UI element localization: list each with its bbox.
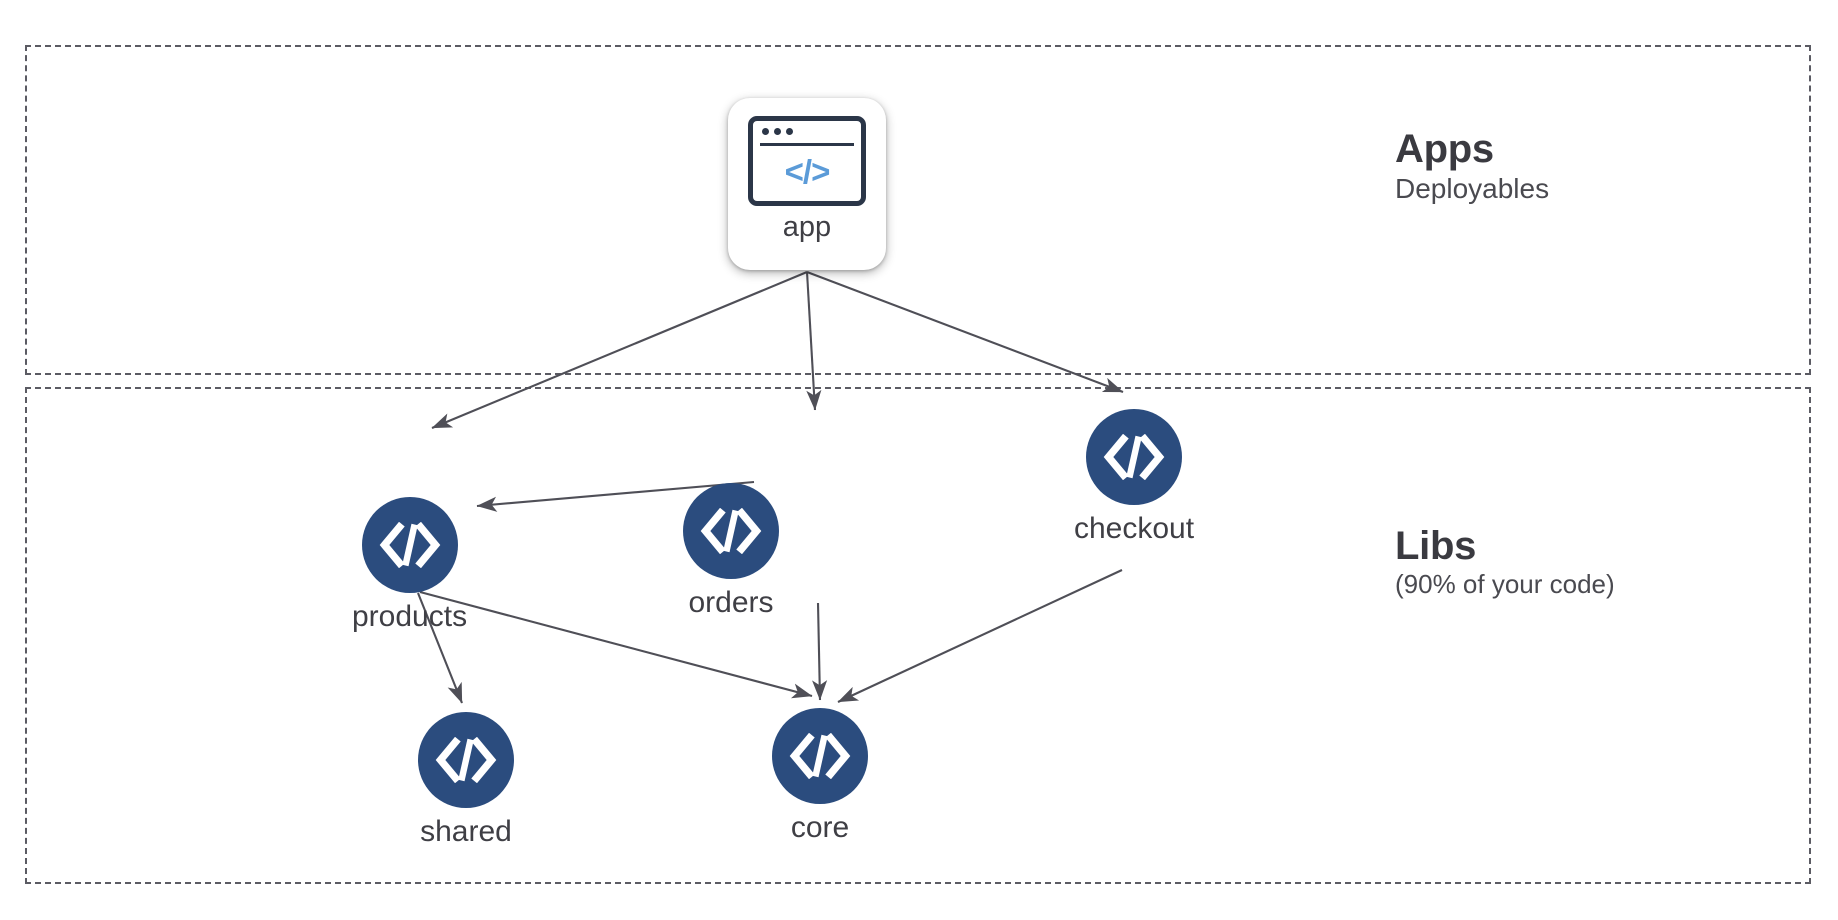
node-checkout[interactable]: checkout: [1074, 409, 1194, 544]
node-orders-label: orders: [688, 586, 774, 619]
node-app-label: app: [782, 211, 832, 243]
node-app[interactable]: </> app: [728, 98, 886, 270]
zone-libs-subtitle: (90% of your code): [1395, 569, 1615, 600]
node-core[interactable]: core: [772, 708, 868, 843]
browser-divider: [760, 143, 854, 146]
zone-apps-title: Apps: [1395, 127, 1494, 171]
node-orders[interactable]: orders: [683, 483, 779, 618]
zone-libs-title: Libs: [1395, 524, 1477, 568]
zone-apps: [25, 45, 1811, 375]
node-shared-label: shared: [420, 815, 512, 848]
zone-apps-legend: Apps Deployables: [1395, 127, 1550, 206]
code-brackets-icon: [361, 497, 458, 593]
zone-libs-legend: Libs (90% of your code): [1395, 524, 1615, 601]
code-brackets-icon: [1086, 409, 1183, 505]
zone-libs: [25, 387, 1811, 884]
node-checkout-label: checkout: [1074, 512, 1195, 545]
node-core-label: core: [790, 811, 850, 844]
code-brackets-icon: [418, 712, 514, 808]
zone-apps-subtitle: Deployables: [1395, 173, 1550, 205]
code-glyph: </>: [784, 152, 831, 190]
node-products-label: products: [352, 600, 468, 633]
code-brackets-icon: [772, 708, 868, 804]
node-shared[interactable]: shared: [418, 712, 514, 847]
code-brackets-icon: [683, 483, 779, 579]
browser-code-icon: </>: [748, 116, 866, 206]
browser-dots-icon: [762, 128, 793, 135]
node-products[interactable]: products: [352, 497, 467, 632]
